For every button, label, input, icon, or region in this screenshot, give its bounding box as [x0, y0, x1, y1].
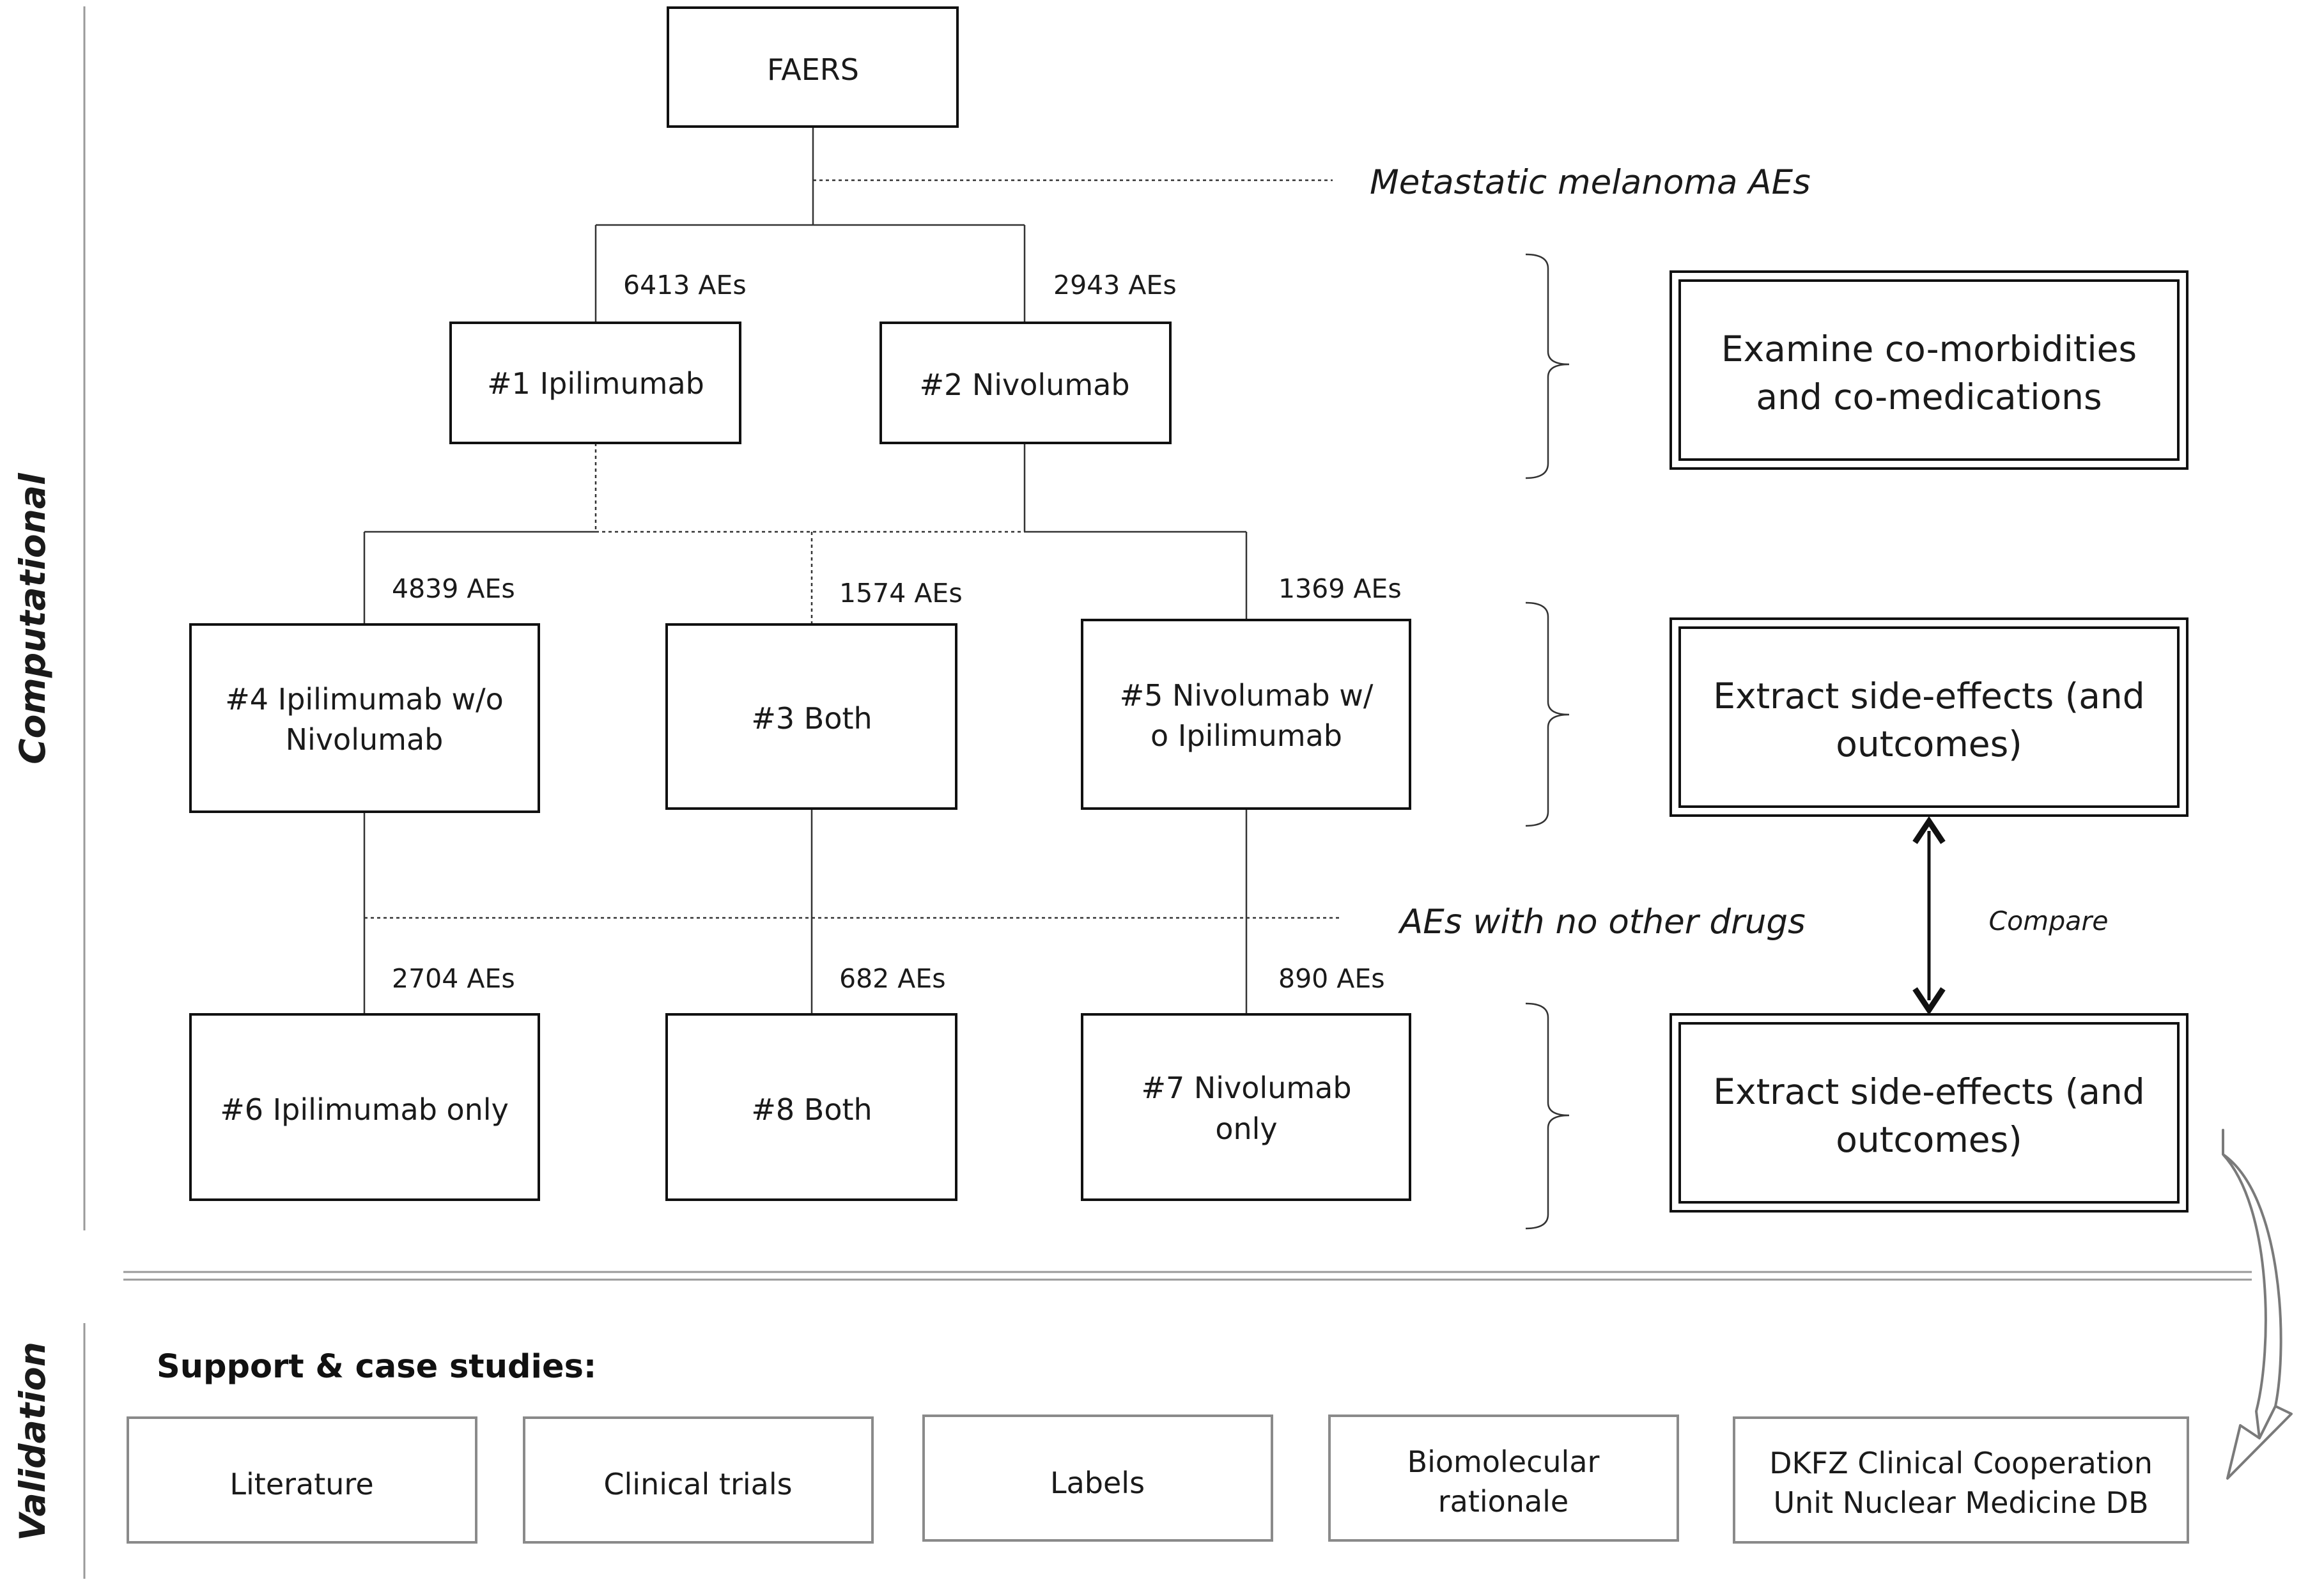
count-n5: 1369 AEs: [1278, 573, 1402, 604]
node-8-label: #8 Both: [751, 1092, 872, 1127]
node-5-box: [1081, 619, 1411, 810]
validation-literature-label: Literature: [229, 1467, 373, 1501]
node-6-label: #6 Ipilimumab only: [220, 1092, 509, 1127]
validation-labels-box: [922, 1415, 1273, 1542]
step-examine-line2: and co-medications: [1756, 376, 2102, 417]
node-4-label-line1: #4 Ipilimumab w/o: [225, 682, 504, 717]
node-2-box: [879, 322, 1172, 444]
brace-top: [1525, 253, 1570, 479]
curved-arrow-to-validation: [2222, 1129, 2282, 1439]
node-4-label-line2: Nivolumab: [286, 722, 444, 757]
curved-arrow-head: [2226, 1405, 2293, 1480]
validation-biomolecular-line1: Biomolecular: [1407, 1445, 1600, 1479]
node-3-label: #3 Both: [751, 701, 872, 736]
count-n4: 4839 AEs: [392, 573, 515, 604]
node-faers-box: [667, 6, 959, 128]
computational-label: Computational: [12, 472, 53, 764]
validation-clinical-trials-label: Clinical trials: [603, 1467, 792, 1501]
step-examine-box: [1669, 270, 2188, 470]
filter-metastatic-label: Metastatic melanoma AEs: [1370, 163, 1811, 202]
step-extract-bottom-line1: Extract side-effects (and: [1713, 1071, 2144, 1112]
brace-bottom: [1525, 1002, 1570, 1230]
validation-labels-label: Labels: [1050, 1466, 1145, 1500]
step-extract-top-line1: Extract side-effects (and: [1713, 676, 2144, 717]
node-1-box: [449, 322, 741, 444]
step-extract-top-line2: outcomes): [1836, 724, 2022, 764]
validation-dkfz-box: [1733, 1416, 2189, 1544]
step-examine-line1: Examine co-morbidities: [1721, 329, 2137, 369]
count-n2: 2943 AEs: [1053, 270, 1177, 300]
validation-dkfz-line1: DKFZ Clinical Cooperation: [1769, 1446, 2153, 1480]
validation-literature-box: [127, 1416, 477, 1544]
count-n1: 6413 AEs: [623, 270, 747, 300]
compare-double-arrow: [1912, 816, 1946, 1016]
node-2-label: #2 Nivolumab: [919, 368, 1129, 402]
node-5-label-line1: #5 Nivolumab w/: [1120, 678, 1374, 713]
node-8-box: [665, 1013, 957, 1201]
node-3-box: [665, 623, 957, 810]
compare-label: Compare: [1989, 906, 2109, 936]
node-6-box: [189, 1013, 540, 1201]
step-extract-top-box: [1669, 617, 2188, 817]
validation-label: Validation: [12, 1342, 53, 1541]
node-7-box: [1081, 1013, 1411, 1201]
count-n7: 890 AEs: [1278, 963, 1385, 994]
validation-clinical-trials-box: [523, 1416, 874, 1544]
count-n6: 2704 AEs: [392, 963, 515, 994]
step-extract-bottom-line2: outcomes): [1836, 1119, 2022, 1160]
validation-dkfz-line2: Unit Nuclear Medicine DB: [1773, 1485, 2148, 1520]
count-n3: 1574 AEs: [839, 578, 963, 608]
validation-biomolecular-line2: rationale: [1438, 1484, 1569, 1519]
brace-middle: [1525, 601, 1570, 827]
validation-heading: Support & case studies:: [157, 1348, 596, 1386]
node-4-box: [189, 623, 540, 813]
step-extract-bottom-box: [1669, 1013, 2188, 1213]
node-7-label-line2: only: [1215, 1112, 1277, 1146]
count-n8: 682 AEs: [839, 963, 946, 994]
node-1-label: #1 Ipilimumab: [487, 366, 704, 401]
node-faers-label: FAERS: [767, 52, 859, 87]
filter-no-other-drugs-label: AEs with no other drugs: [1398, 903, 1806, 942]
node-7-label-line1: #7 Nivolumab: [1141, 1071, 1351, 1105]
node-5-label-line2: o Ipilimumab: [1150, 718, 1342, 753]
validation-biomolecular-box: [1328, 1415, 1679, 1542]
